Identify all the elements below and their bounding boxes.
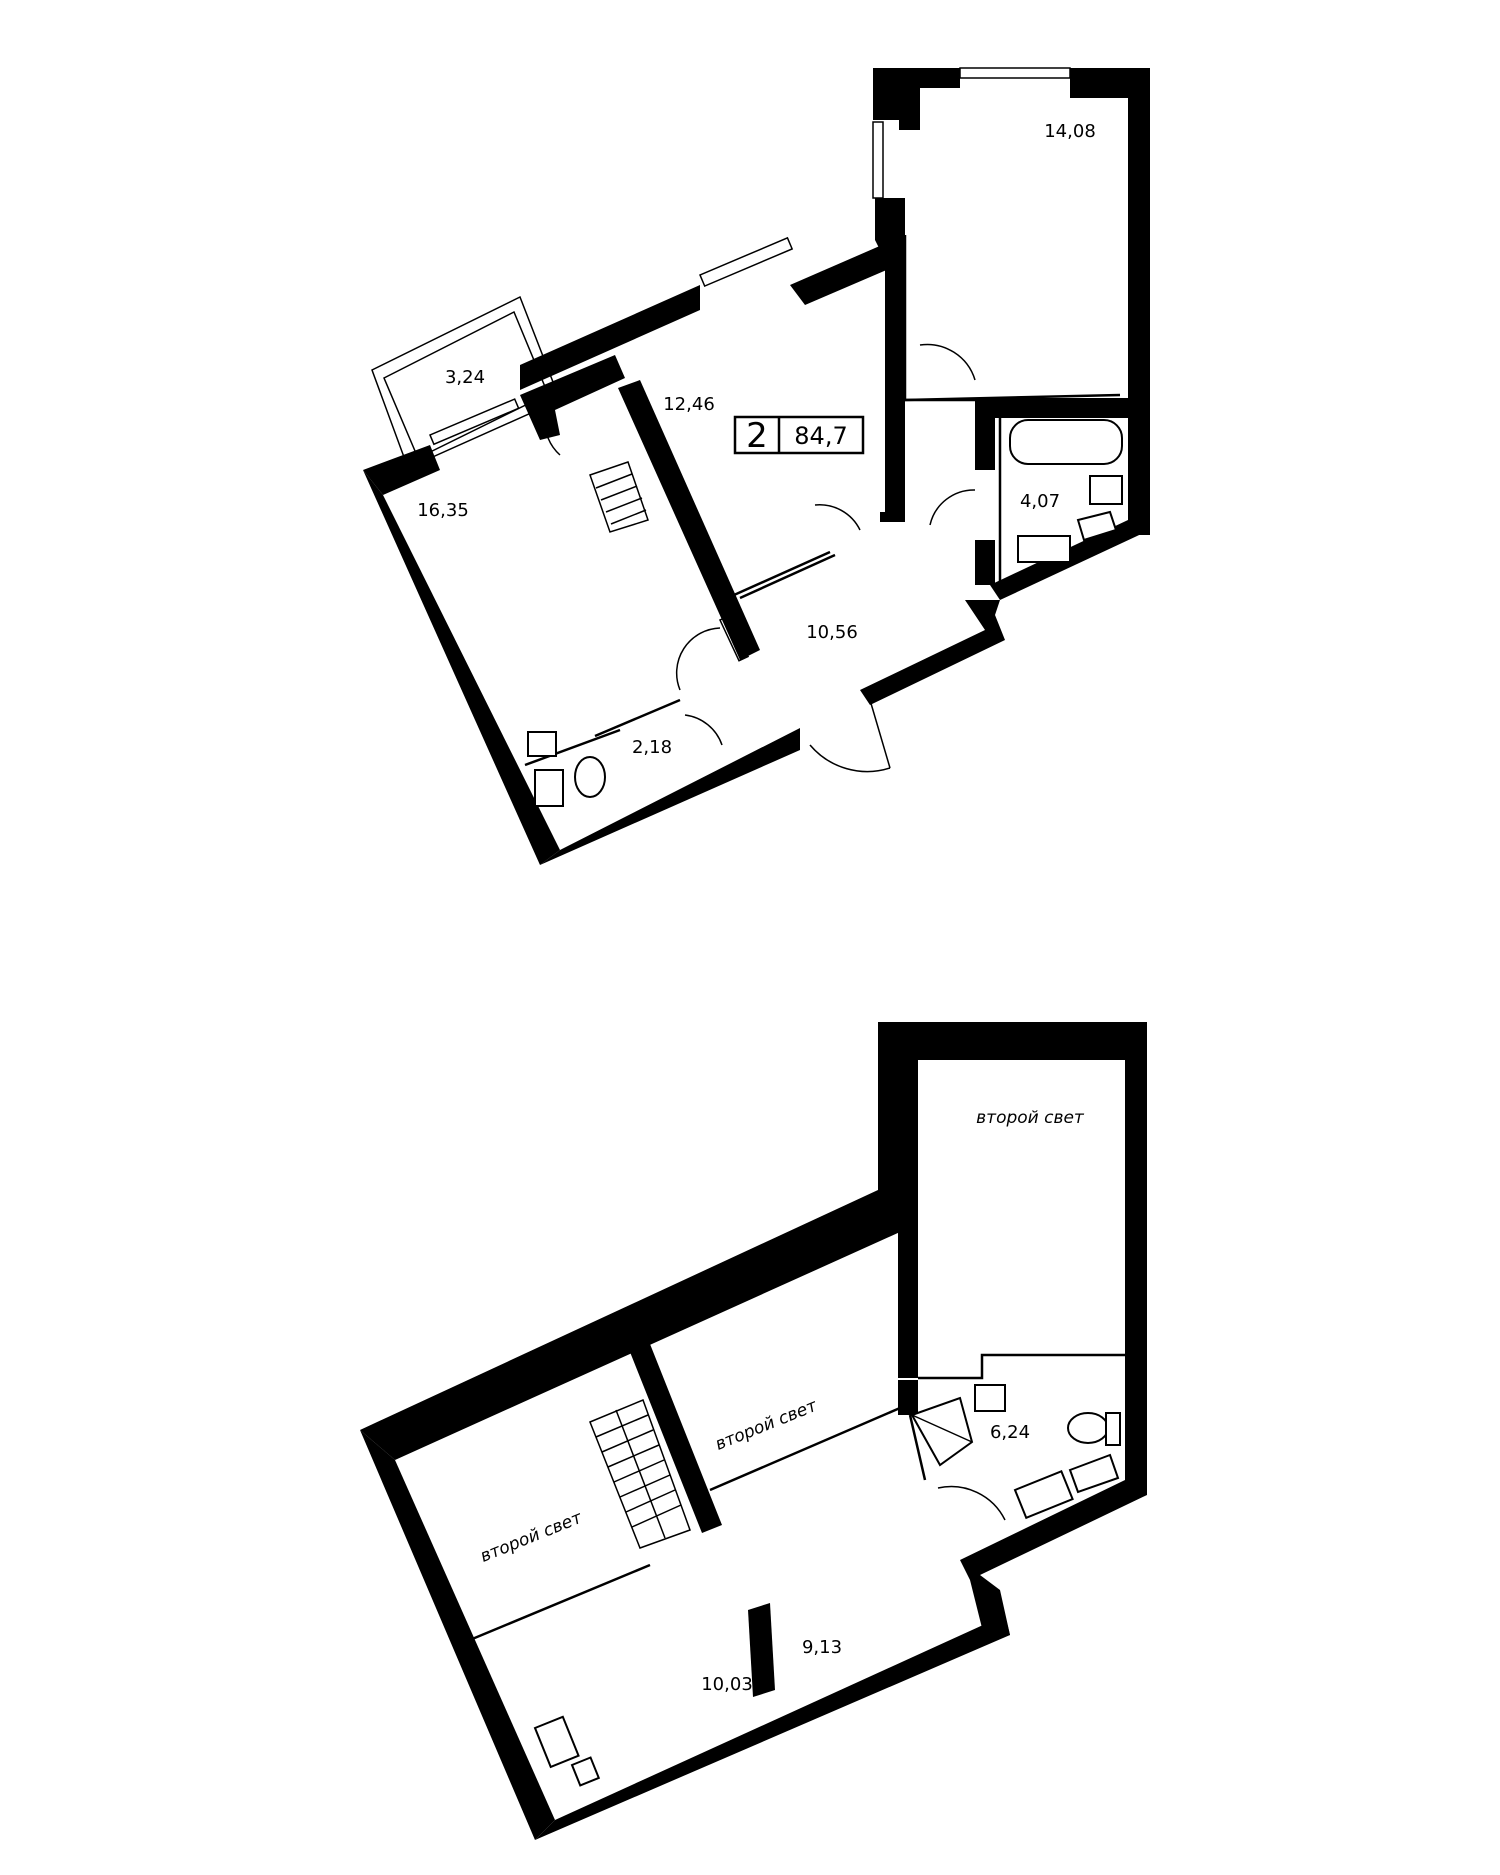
cabinet-2 [1068,1453,1120,1494]
partition-second-light-left [464,1563,651,1644]
cabinet [1076,510,1118,542]
wall-balcony-door [520,355,625,440]
toilet [574,756,606,798]
stair-rail [615,1409,666,1539]
bathtub [1009,419,1123,465]
window-living [699,236,794,288]
area-room-top-right: 14,08 [1044,121,1096,142]
area-living: 12,46 [663,394,715,415]
stair-step [610,509,647,525]
partition-bath2-left [908,1414,927,1481]
wall-bath2-stub [898,1380,918,1415]
wall-block-3 [1070,68,1150,400]
stairs [589,1399,691,1549]
wall-hall-right [860,600,1005,705]
sink-2 [974,1384,1006,1412]
partition-bath2-top [918,1353,1125,1380]
wall-bedroom-s [540,728,800,865]
door-entrance-leaf [869,699,891,769]
sink [1089,475,1123,505]
toilet-tank-2 [1105,1412,1121,1446]
apartment-badge: 2 84,7 [733,415,865,456]
area-wc: 2,18 [632,737,672,758]
wall-block-1 [873,68,899,120]
window-top [959,67,1071,79]
wall-bottom [535,1615,1010,1840]
wall-partition-lower [748,1603,775,1697]
door-room-14 [919,343,976,381]
window-left [872,121,884,199]
door-wc [684,714,723,746]
door-frame-1 [719,614,750,662]
partition-second-light-mid [709,1406,901,1492]
wall-bath-left-2 [975,540,995,585]
stair-step [600,485,638,501]
total-area: 84,7 [794,422,847,450]
wall-tower [878,1022,1147,1378]
area-balcony: 3,24 [445,367,485,388]
wall-wc-top [594,698,681,738]
area-bathroom: 4,07 [1020,491,1060,512]
door-living [814,504,861,531]
second-light-label-mid: второй свет [712,1396,820,1455]
wall-bedroom-top [520,285,700,390]
window-bedroom [429,398,520,446]
wall-stairs-right [630,1344,722,1533]
wall-partition-1 [733,550,831,597]
wall-partition-2 [524,728,621,767]
shower-tray [910,1396,974,1467]
door-bath-2 [937,1485,1006,1521]
area-hall-2: 9,13 [802,1637,842,1658]
wall-top-diagonal [360,1190,900,1460]
area-bedroom: 16,35 [417,500,469,521]
wall-bath-top [975,398,1150,418]
area-bath-2: 6,24 [990,1422,1030,1443]
cabinet-4 [570,1756,601,1787]
second-light-label-tower: второй свет [976,1108,1085,1128]
wall-bedroom-e [618,380,760,660]
stairs-icon [589,461,649,533]
washing-machine-2 [1013,1469,1074,1520]
floor-1-plan: 2 84,7 14,08 3,24 12,46 16,35 4,07 10,56… [363,67,1150,865]
rooms-count: 2 [746,416,768,456]
door-balcony [544,417,561,456]
washing-machine [1017,535,1071,563]
wc-cabinet [534,769,564,807]
stair-step [595,473,633,489]
floor-2-plan: второй свет второй свет второй свет 6,24… [360,1022,1147,1840]
toilet-2 [1067,1412,1109,1444]
wall-left [360,1430,555,1840]
wc-sink [527,731,557,757]
wall-bedroom-nw [363,445,440,495]
wall-block-2 [899,68,960,130]
wall-living-bottom [739,553,836,600]
door-bedroom [675,627,721,691]
wall-outline-1 [903,235,1121,402]
door-entrance [809,744,891,773]
shower-diag [911,1414,973,1443]
area-hallway: 10,56 [806,622,858,643]
door-bath [929,489,976,526]
badge-frame [733,415,865,455]
area-room-2: 10,03 [701,1674,753,1695]
wall-bedroom-w [363,470,560,865]
wall-block-5 [885,262,905,520]
stair-step [605,497,643,513]
wall-bath-right [1128,418,1150,535]
second-light-label-left: второй свет [477,1508,585,1567]
cabinet-3 [533,1715,580,1769]
wall-living-top [790,235,905,305]
wall-bath-left [975,418,995,470]
wall-right-lower [960,1378,1147,1640]
wall-block-6 [880,512,905,522]
